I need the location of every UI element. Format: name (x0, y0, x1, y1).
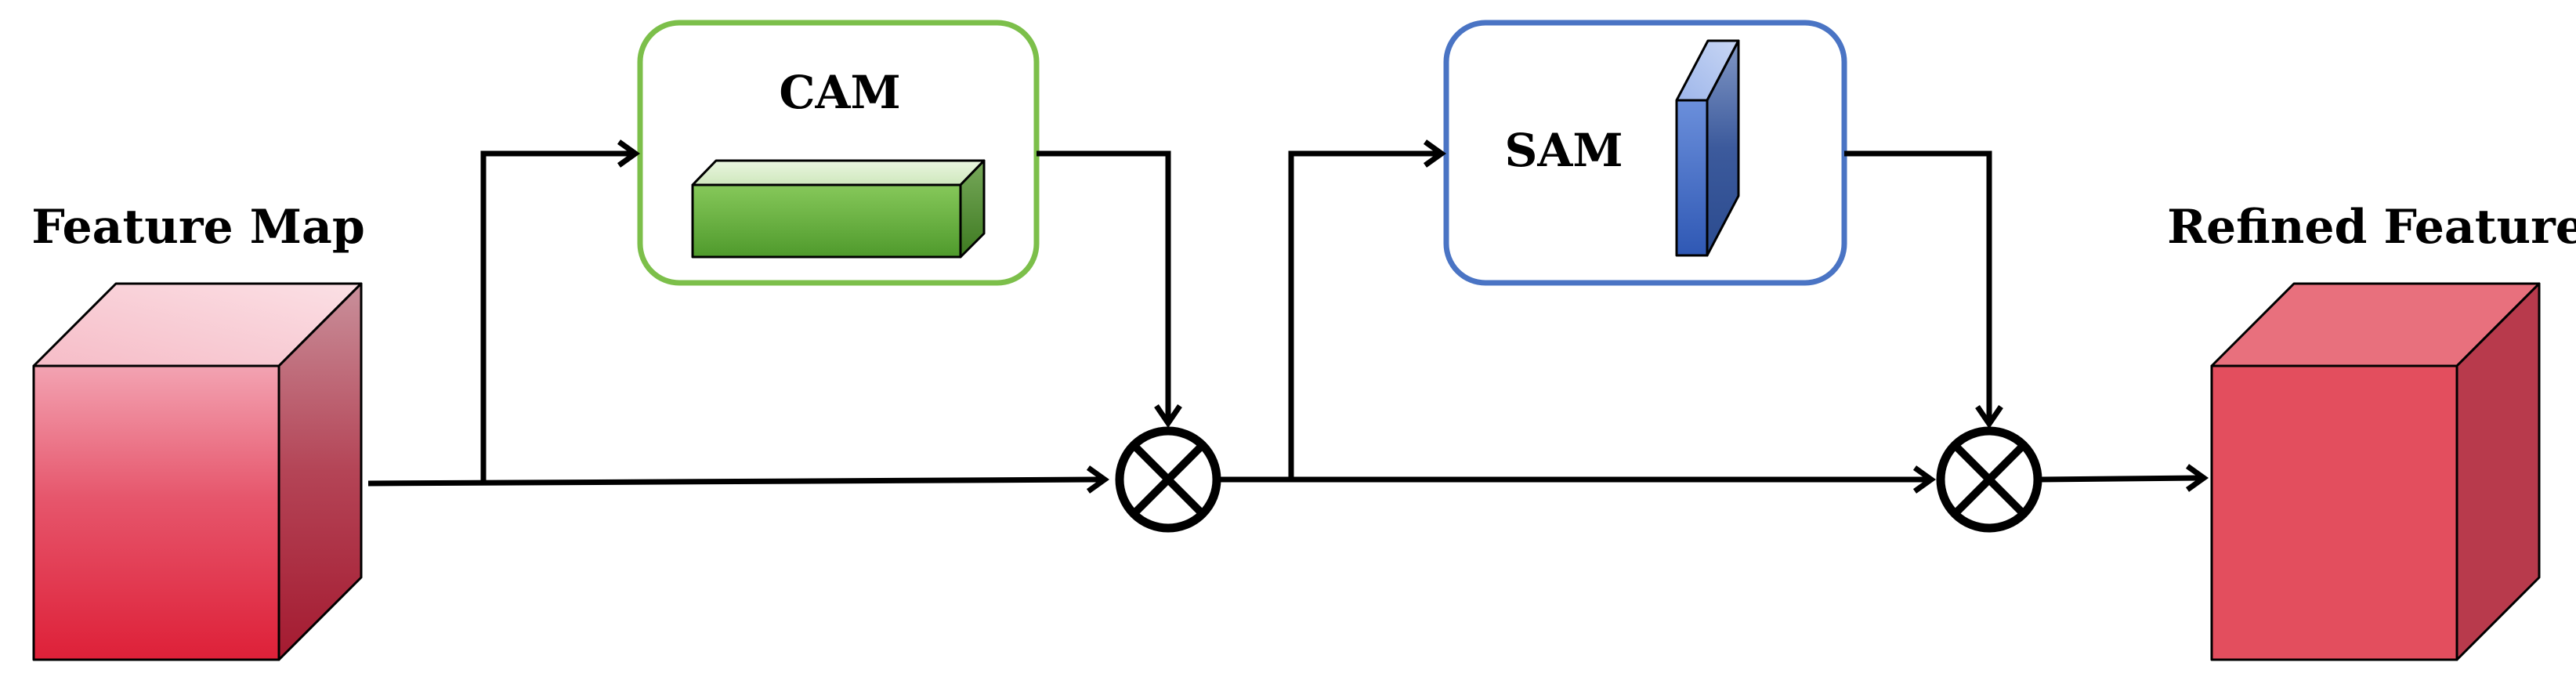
input-feature-cube-icon (32, 282, 363, 661)
connector-lines (367, 139, 2209, 494)
cam-title: CAM (779, 66, 900, 119)
spatial-attention-block-icon (1675, 39, 1740, 257)
output-feature-cube-icon (2210, 282, 2541, 661)
channel-attention-block-icon (691, 159, 986, 259)
multiply-node-1-circled-times-icon (1115, 426, 1221, 533)
sam-module: SAM (1443, 20, 1847, 286)
cam-module: CAM (637, 20, 1040, 286)
sam-title: SAM (1504, 124, 1623, 177)
output-title: Refined Feature (2167, 200, 2576, 255)
multiply-node-2-circled-times-icon (1936, 426, 2042, 533)
input-title: Feature Map (31, 200, 365, 255)
